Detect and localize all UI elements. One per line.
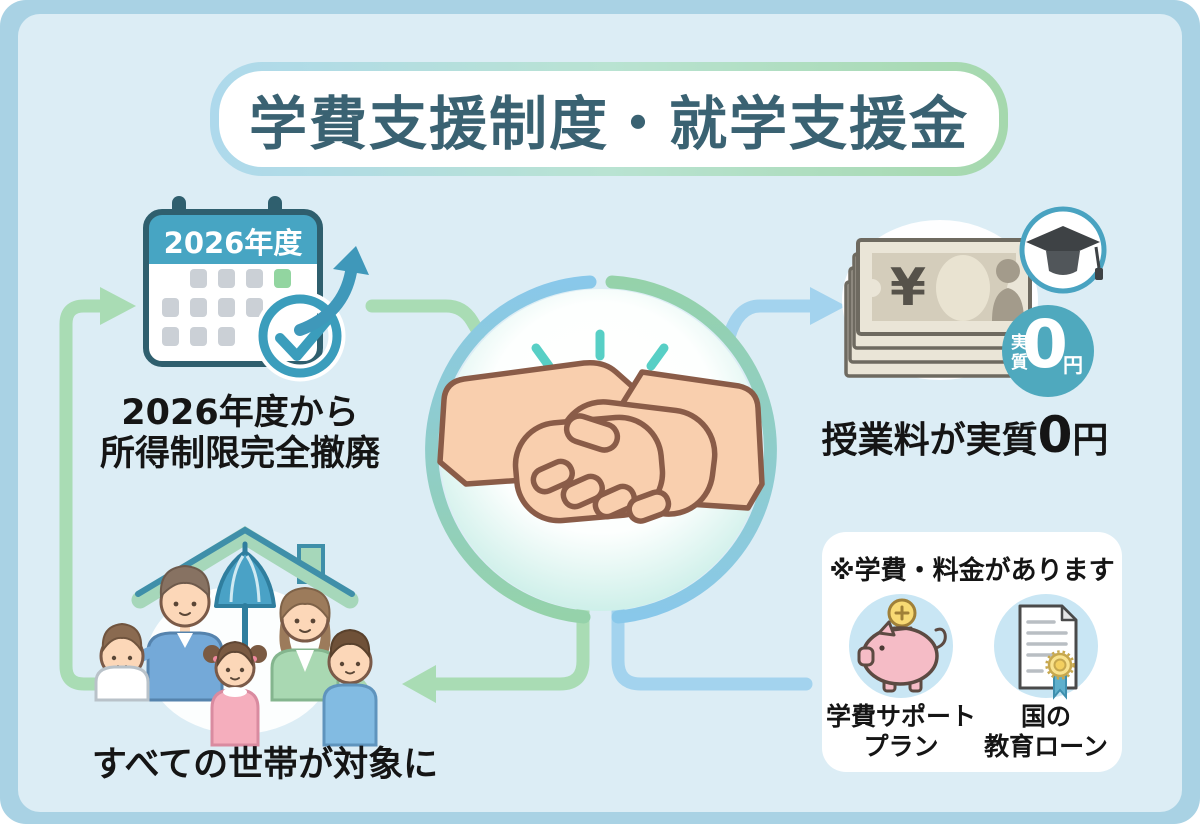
- rosette-seal-icon: [1045, 650, 1075, 700]
- page-title: 学費支援制度・就学支援金: [248, 90, 969, 158]
- piggy-bank-icon: [849, 594, 953, 698]
- boy-right: [322, 628, 378, 747]
- umbrella-icon: [214, 541, 276, 653]
- calendar-icon: [143, 196, 369, 382]
- family-illustration: [94, 526, 378, 747]
- zero-yen-badge-text: 実質 0 円: [1002, 305, 1094, 397]
- tuition-caption-prefix: 授業料が実質: [821, 420, 1038, 461]
- finger: [592, 483, 637, 520]
- zero-yen-badge: [1002, 305, 1094, 397]
- calendar-year-label: 2026年度: [163, 226, 303, 260]
- badge-zero: 0: [1022, 306, 1068, 383]
- finger: [530, 458, 575, 495]
- connector-circle-to-family: [429, 597, 590, 691]
- connector-circle-to-money: [722, 299, 817, 344]
- tuition-caption-zero: 0: [1037, 406, 1073, 464]
- connector-circle-to-card: [611, 597, 813, 691]
- sparkle-icon: [531, 329, 669, 371]
- flow-connectors: [59, 287, 846, 703]
- person-silhouette: [992, 259, 1024, 321]
- loan-document-icon: [994, 594, 1098, 700]
- tuition-caption-suffix: 円: [1072, 420, 1109, 461]
- connector-calendar-to-circle: [365, 299, 486, 340]
- finger: [626, 489, 672, 524]
- graduation-cap-icon: [1019, 206, 1107, 294]
- arrowhead-to-family-icon: [402, 665, 436, 703]
- national-loan-label: 国の 教育ローン: [984, 702, 1108, 761]
- yen-symbol: ¥: [889, 258, 927, 318]
- mother: [270, 586, 370, 702]
- calendar-caption-line1: 2026年度から: [121, 393, 359, 433]
- growth-arrow-icon: [294, 246, 369, 336]
- title-banner: 学費支援制度・就学支援金: [210, 62, 1008, 176]
- arrowhead-to-calendar-icon: [100, 287, 136, 325]
- handshake-icon: [425, 275, 777, 624]
- support-card-title: ※学費・料金があります: [829, 556, 1115, 586]
- boy-left: [94, 622, 150, 702]
- support-plan-label: 学費サポート プラン: [826, 702, 977, 761]
- arrowhead-to-money-icon: [810, 287, 846, 325]
- calendar-caption-line2: 所得制限完全撤廃: [99, 434, 380, 474]
- family-caption: すべての世帯が対象に: [91, 745, 439, 785]
- badge-prefix: 実質: [1007, 333, 1027, 373]
- check-circle-icon: [254, 290, 346, 382]
- girl: [203, 640, 267, 747]
- banknote-icon: [842, 220, 1038, 380]
- badge-suffix: 円: [1063, 353, 1083, 377]
- finger: [560, 473, 605, 510]
- connector-family-to-calendar: [59, 299, 123, 691]
- thumb: [563, 413, 621, 453]
